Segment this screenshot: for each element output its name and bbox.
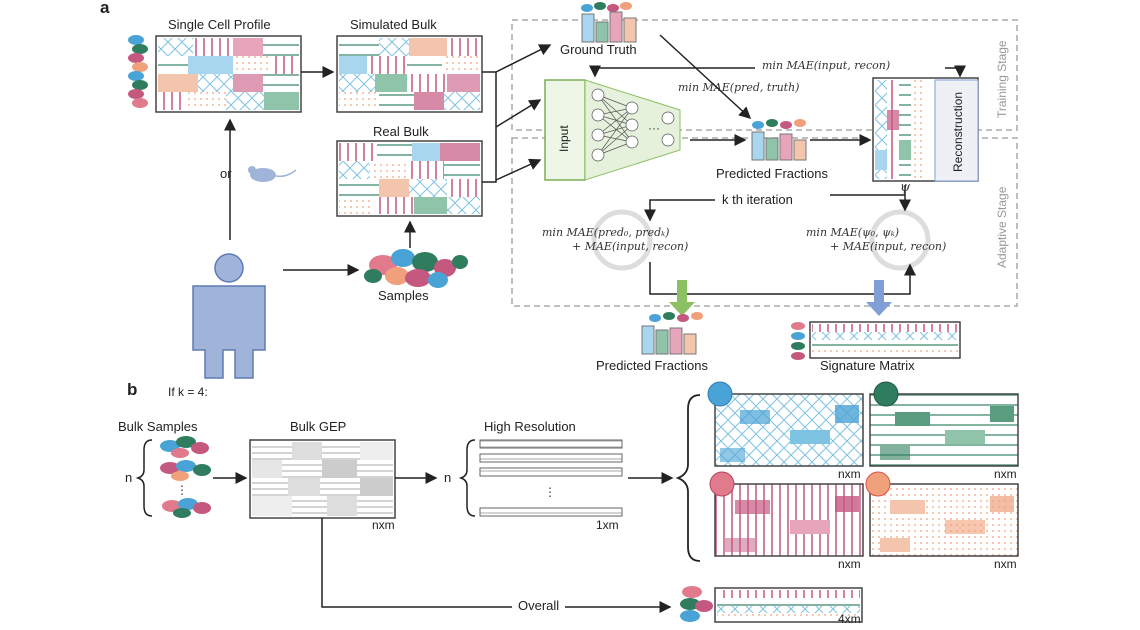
- overall-matrix: [680, 586, 863, 623]
- nxm-label-4: nxm: [994, 557, 1017, 571]
- fourxm-label: 4xm: [838, 612, 861, 626]
- predicted-fractions-output-label: Predicted Fractions: [596, 358, 708, 373]
- training-stage-box: [511, 19, 1018, 131]
- panel-letter-b: b: [127, 380, 138, 399]
- eq-left-line2: + MAE(input, recon): [572, 240, 689, 253]
- human-icon: [192, 253, 266, 379]
- single-cell-profile-matrix: [155, 35, 302, 113]
- eq-input-recon: min MAE(input, recon): [762, 59, 891, 72]
- n-label-1: n: [125, 470, 133, 485]
- input-box: [544, 79, 586, 181]
- nxm-label-3: nxm: [838, 557, 861, 571]
- eq-pred-truth: min MAE(pred, truth): [678, 81, 800, 94]
- nxm-label-1: nxm: [838, 467, 861, 481]
- high-resolution-label: High Resolution: [484, 419, 576, 434]
- single-cell-profile-label: Single Cell Profile: [168, 17, 271, 32]
- real-bulk-label: Real Bulk: [373, 124, 429, 139]
- kth-iteration-label: k th iteration: [718, 192, 797, 207]
- eq-left-line1: min MAE(pred₀, predₖ): [542, 226, 670, 239]
- samples-cluster: [364, 249, 468, 288]
- n-label-2: n: [444, 470, 452, 485]
- real-bulk-matrix: [336, 140, 483, 217]
- svg-text:⋮: ⋮: [176, 483, 188, 497]
- or-label: or: [220, 166, 232, 181]
- overall-label: Overall: [512, 598, 566, 613]
- bulk-samples-icons: [160, 436, 211, 518]
- celltype-matrix-green: [869, 381, 1019, 467]
- mouse-icon: [248, 166, 297, 182]
- predicted-fractions-bars-inner: [751, 119, 807, 161]
- reconstruction-label: Reconstruction: [951, 91, 965, 172]
- svg-text:···: ···: [648, 121, 660, 135]
- cell-dots-column: [128, 35, 148, 108]
- celltype-matrix-peach: [865, 471, 1019, 557]
- celltype-matrix-pink: [709, 471, 864, 557]
- high-resolution-rows: [479, 439, 623, 517]
- nxm-gep-label: nxm: [372, 518, 395, 532]
- simulated-bulk-label: Simulated Bulk: [350, 17, 437, 32]
- ground-truth-label: Ground Truth: [560, 42, 637, 57]
- celltype-matrix-blue: [707, 381, 864, 467]
- onexm-label: 1xm: [596, 518, 619, 532]
- predicted-fractions-bars-output: [641, 312, 703, 355]
- nxm-label-2: nxm: [994, 467, 1017, 481]
- bulk-gep-label: Bulk GEP: [290, 419, 347, 434]
- adaptive-stage-label: Adaptive Stage: [995, 186, 1009, 268]
- bulk-gep-matrix: [249, 439, 396, 519]
- signature-matrix: [791, 321, 961, 360]
- bulk-samples-label: Bulk Samples: [118, 419, 198, 434]
- reconstruction-matrix: [872, 77, 979, 182]
- eq-right-line2: + MAE(input, recon): [830, 240, 947, 253]
- psi-symbol: ψ: [900, 180, 911, 195]
- input-label: Input: [557, 125, 571, 152]
- predicted-fractions-inner-label: Predicted Fractions: [716, 166, 828, 181]
- if-k-label: If k = 4:: [168, 385, 208, 399]
- panel-letter-a: a: [100, 0, 110, 17]
- training-stage-label: Training Stage: [995, 40, 1009, 118]
- ground-truth-bars: [581, 2, 637, 43]
- simulated-bulk-matrix: [336, 35, 483, 113]
- signature-matrix-label: Signature Matrix: [820, 358, 915, 373]
- eq-right-line1: min MAE(ψ₀, ψₖ): [806, 226, 900, 239]
- svg-text:⋮: ⋮: [544, 485, 556, 499]
- samples-label: Samples: [378, 288, 429, 303]
- neural-network: [591, 88, 675, 162]
